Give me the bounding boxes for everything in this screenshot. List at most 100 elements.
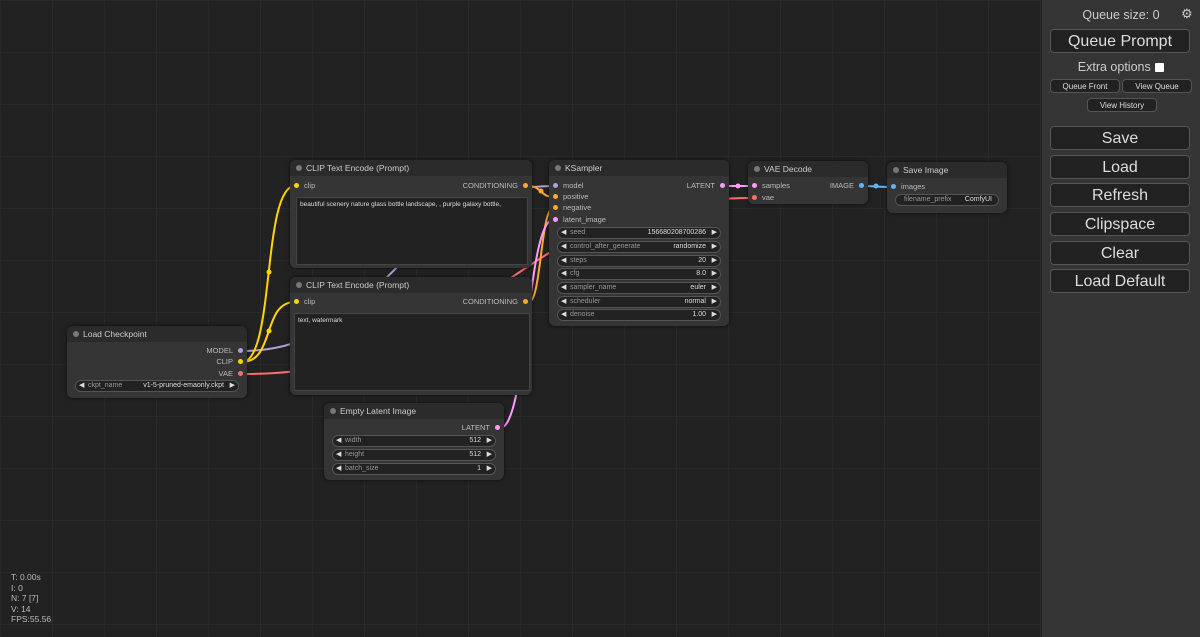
decrement-arrow-icon[interactable]: ◀	[561, 311, 567, 318]
decrement-arrow-icon[interactable]: ◀	[561, 284, 567, 291]
increment-arrow-icon[interactable]: ▶	[711, 311, 717, 318]
decrement-arrow-icon[interactable]: ◀	[79, 382, 85, 389]
input-slot-negative[interactable]: negative	[553, 203, 591, 213]
increment-arrow-icon[interactable]: ▶	[711, 270, 717, 277]
decrement-arrow-icon[interactable]: ◀	[561, 270, 567, 277]
node-title[interactable]: VAE Decode	[748, 161, 868, 177]
pin-dot[interactable]	[294, 183, 299, 188]
increment-arrow-icon[interactable]: ▶	[711, 298, 717, 305]
increment-arrow-icon[interactable]: ▶	[711, 229, 717, 236]
node-save-image[interactable]: Save Image images filename_prefix ComfyU…	[887, 162, 1007, 213]
collapse-dot[interactable]	[296, 165, 302, 171]
save-button[interactable]: Save	[1050, 126, 1190, 150]
decrement-arrow-icon[interactable]: ◀	[561, 298, 567, 305]
decrement-arrow-icon[interactable]: ◀	[336, 437, 342, 444]
node-load-checkpoint[interactable]: Load Checkpoint MODEL CLIP VAE ◀ ckpt_na…	[67, 326, 247, 398]
output-slot-latent[interactable]: LATENT	[687, 181, 725, 191]
pin-dot[interactable]	[553, 205, 558, 210]
pin-dot[interactable]	[752, 195, 757, 200]
clear-button[interactable]: Clear	[1050, 241, 1190, 265]
graph-canvas[interactable]: CLIP Text Encode (Prompt) clip CONDITION…	[0, 0, 1042, 637]
load-button[interactable]: Load	[1050, 155, 1190, 179]
output-slot-model[interactable]: MODEL	[206, 346, 243, 356]
extra-options-checkbox[interactable]	[1155, 63, 1165, 72]
node-title[interactable]: CLIP Text Encode (Prompt)	[290, 160, 532, 176]
increment-arrow-icon[interactable]: ▶	[229, 382, 235, 389]
pin-dot[interactable]	[720, 183, 725, 188]
pin-dot[interactable]	[553, 194, 558, 199]
input-slot-images[interactable]: images	[891, 182, 925, 192]
input-slot-vae[interactable]: vae	[752, 193, 774, 203]
node-title[interactable]: KSampler	[549, 160, 729, 176]
prompt-textarea[interactable]: beautiful scenery nature glass bottle la…	[296, 197, 528, 265]
input-slot-samples[interactable]: samples	[752, 181, 790, 191]
input-slot-positive[interactable]: positive	[553, 192, 588, 202]
output-slot-vae[interactable]: VAE	[219, 369, 243, 379]
decrement-arrow-icon[interactable]: ◀	[336, 465, 342, 472]
increment-arrow-icon[interactable]: ▶	[711, 257, 717, 264]
output-slot-clip[interactable]: CLIP	[216, 357, 243, 367]
decrement-arrow-icon[interactable]: ◀	[336, 451, 342, 458]
node-title[interactable]: CLIP Text Encode (Prompt)	[290, 277, 532, 293]
pin-dot[interactable]	[238, 348, 243, 353]
collapse-dot[interactable]	[893, 167, 899, 173]
node-title[interactable]: Save Image	[887, 162, 1007, 178]
pin-dot[interactable]	[238, 359, 243, 364]
prompt-textarea[interactable]: text, watermark	[294, 313, 530, 391]
pin-dot[interactable]	[553, 217, 558, 222]
output-slot-latent[interactable]: LATENT	[462, 423, 500, 433]
decrement-arrow-icon[interactable]: ◀	[561, 243, 567, 250]
input-slot-clip[interactable]: clip	[294, 181, 315, 191]
pin-dot[interactable]	[294, 299, 299, 304]
node-clip-text-encode-negative[interactable]: CLIP Text Encode (Prompt) clip CONDITION…	[290, 277, 532, 395]
view-history-button[interactable]: View History	[1087, 98, 1157, 112]
pin-dot[interactable]	[238, 371, 243, 376]
pin-dot[interactable]	[891, 184, 896, 189]
collapse-dot[interactable]	[73, 331, 79, 337]
view-queue-button[interactable]: View Queue	[1122, 79, 1192, 93]
increment-arrow-icon[interactable]: ▶	[486, 451, 492, 458]
widget-filename-prefix[interactable]: filename_prefix ComfyUI	[895, 194, 999, 206]
queue-prompt-button[interactable]: Queue Prompt	[1050, 29, 1190, 53]
node-clip-text-encode-positive[interactable]: CLIP Text Encode (Prompt) clip CONDITION…	[290, 160, 532, 268]
pin-dot[interactable]	[495, 425, 500, 430]
node-vae-decode[interactable]: VAE Decode samples vae IMAGE	[748, 161, 868, 204]
output-slot-conditioning[interactable]: CONDITIONING	[463, 181, 528, 191]
collapse-dot[interactable]	[754, 166, 760, 172]
output-slot-image[interactable]: IMAGE	[830, 181, 864, 191]
widget-ckpt-name[interactable]: ◀ ckpt_name v1-5-pruned-emaonly.ckpt ▶	[75, 380, 239, 392]
increment-arrow-icon[interactable]: ▶	[486, 437, 492, 444]
node-title[interactable]: Load Checkpoint	[67, 326, 247, 342]
collapse-dot[interactable]	[555, 165, 561, 171]
queue-front-button[interactable]: Queue Front	[1050, 79, 1120, 93]
increment-arrow-icon[interactable]: ▶	[711, 243, 717, 250]
input-slot-latent-image[interactable]: latent_image	[553, 215, 606, 225]
output-slot-conditioning[interactable]: CONDITIONING	[463, 297, 528, 307]
decrement-arrow-icon[interactable]: ◀	[561, 229, 567, 236]
decrement-arrow-icon[interactable]: ◀	[561, 257, 567, 264]
pin-dot[interactable]	[523, 299, 528, 304]
refresh-button[interactable]: Refresh	[1050, 183, 1190, 207]
pin-dot[interactable]	[553, 183, 558, 188]
pin-dot[interactable]	[859, 183, 864, 188]
clipspace-button[interactable]: Clipspace	[1050, 212, 1190, 236]
pin-dot[interactable]	[523, 183, 528, 188]
increment-arrow-icon[interactable]: ▶	[711, 284, 717, 291]
load-default-button[interactable]: Load Default	[1050, 269, 1190, 293]
collapse-dot[interactable]	[296, 282, 302, 288]
gear-icon[interactable]: ⚙	[1181, 6, 1193, 21]
pin-dot[interactable]	[752, 183, 757, 188]
node-ksampler[interactable]: KSampler model positive negative latent_…	[549, 160, 729, 326]
collapse-dot[interactable]	[330, 408, 336, 414]
